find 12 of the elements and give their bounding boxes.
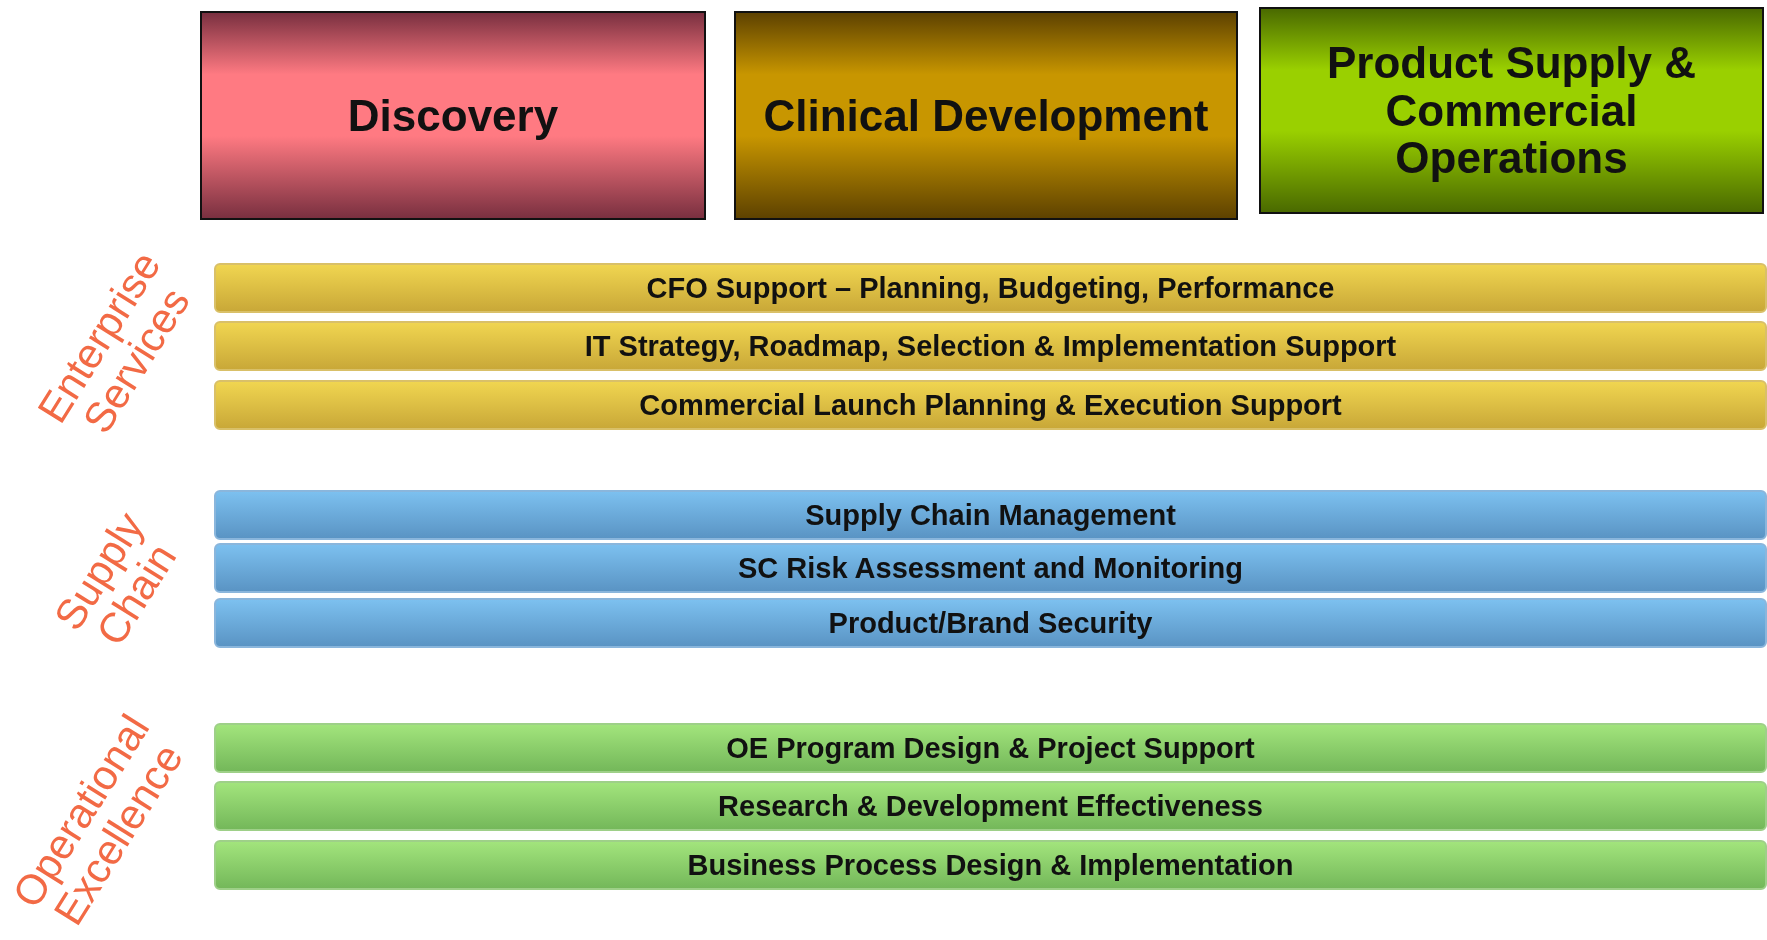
service-band: Commercial Launch Planning & Execution Support <box>214 380 1767 430</box>
service-band: Supply Chain Management <box>214 490 1767 540</box>
service-band: Product/Brand Security <box>214 598 1767 648</box>
service-band: Research & Development Effectiveness <box>214 781 1767 831</box>
phase-box: Product Supply & Commercial Operations <box>1259 7 1764 214</box>
service-band: OE Program Design & Project Support <box>214 723 1767 773</box>
service-band: CFO Support – Planning, Budgeting, Performance <box>214 263 1767 313</box>
phase-box: Discovery <box>200 11 706 220</box>
service-band: IT Strategy, Roadmap, Selection & Implementation Support <box>214 321 1767 371</box>
service-band: SC Risk Assessment and Monitoring <box>214 543 1767 593</box>
phase-box: Clinical Development <box>734 11 1238 220</box>
service-band: Business Process Design & Implementation <box>214 840 1767 890</box>
